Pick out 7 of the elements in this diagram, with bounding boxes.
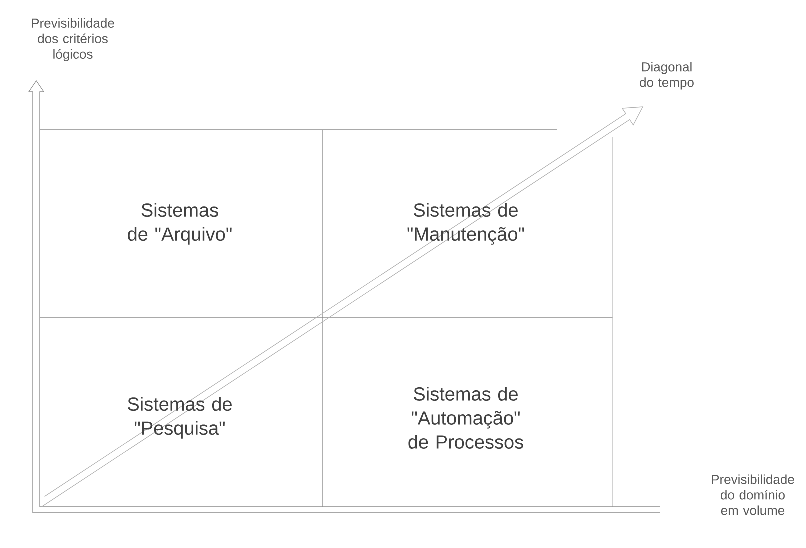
quadrant-text: Sistemas de "Automação" de Processos xyxy=(408,387,524,449)
axis-label: Diagonal do tempo xyxy=(640,62,694,90)
axis-label: Previsibilidade do domínio em volume xyxy=(712,474,794,516)
quadrant-text: Sistemas de "Manutenção" xyxy=(408,203,524,245)
axis-label: Previsibilidade dos critérios lógicos xyxy=(32,18,114,62)
quadrant-text: Sistemas de "Arquivo" xyxy=(128,203,232,245)
quadrant-text: Sistemas de "Pesquisa" xyxy=(128,397,232,439)
